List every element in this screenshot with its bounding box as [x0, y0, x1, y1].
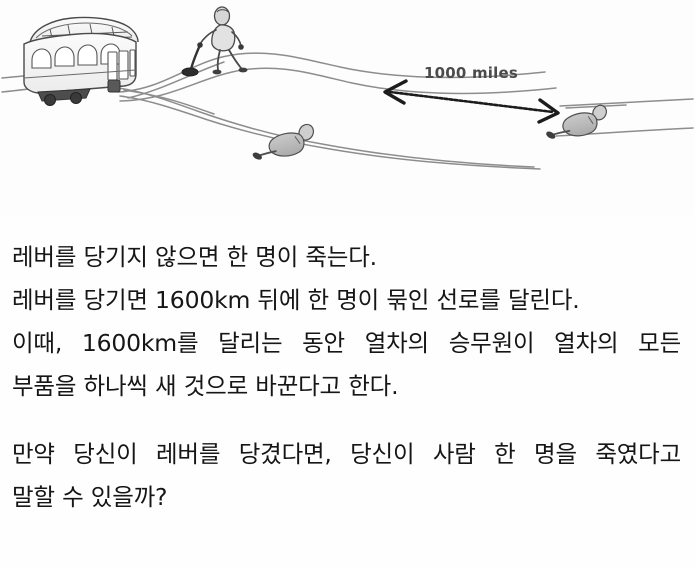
- victim-far-body: [562, 112, 598, 137]
- trolley-wheel-front: [70, 92, 82, 104]
- paragraph1-line4: 부품을 하나씩 새 것으로 바꾼다고 한다.: [12, 372, 399, 400]
- rail-switch-link-b: [127, 61, 225, 99]
- trolley-undercarriage: [37, 79, 121, 106]
- paragraph1-line2: 레버를 당기면 1600km 뒤에 한 명이 묶인 선로를 달린다.: [12, 286, 580, 314]
- trolley: [23, 16, 139, 106]
- operator-foot-right: [238, 67, 248, 73]
- trolley-step: [107, 79, 121, 93]
- trolley-problem-illustration: 1000 miles: [0, 0, 695, 215]
- operator-hair: [216, 9, 229, 13]
- victim-near: [252, 123, 315, 160]
- switch-lever-shaft: [189, 43, 202, 71]
- operator-foot-left: [212, 69, 222, 75]
- rail-upper-branch-b: [119, 67, 557, 102]
- operator-leg-left: [216, 49, 221, 71]
- operator-torso: [211, 24, 236, 52]
- trolley-front-panels: [107, 49, 136, 81]
- distance-arrow-head-right: [537, 98, 560, 124]
- operator-hand-right: [238, 44, 244, 50]
- illustration-canvas: [0, 0, 695, 215]
- victim-far-leg: [552, 130, 571, 136]
- rail-right-upper: [559, 98, 694, 107]
- victim-far-rope: [587, 116, 594, 125]
- trolley-skirt-line: [23, 69, 137, 79]
- rail-right-lower: [555, 127, 694, 137]
- switch-lever-base: [181, 67, 199, 77]
- paragraph1-line1: 레버를 당기지 않으면 한 명이 죽는다.: [12, 243, 377, 271]
- paragraph2-line1: 만약 당신이 레버를 당겼다면, 당신이 사람 한 명을 죽였다고: [12, 440, 681, 468]
- operator-leg-right: [228, 49, 242, 69]
- trolley-roof-ridge: [35, 22, 133, 39]
- distance-arrow-head-left: [383, 79, 408, 105]
- victim-far: [546, 104, 607, 139]
- trolley-wheel-rear: [44, 94, 56, 106]
- paragraph2-line2: 말할 수 있을까?: [12, 483, 168, 511]
- victim-near-rope: [294, 136, 301, 145]
- victim-near-foot: [252, 152, 262, 160]
- rail-upper-branch-a: [117, 52, 546, 93]
- distance-label: 1000 miles: [424, 64, 518, 82]
- victim-near-body: [268, 132, 305, 157]
- victim-near-leg: [259, 150, 277, 157]
- body-text-block: 레버를 당기지 않으면 한 명이 죽는다. 레버를 당기면 1600km 뒤에 …: [0, 215, 695, 568]
- trolley-windows-arched: [31, 43, 121, 69]
- lever-operator: [181, 6, 248, 77]
- rail-switch-link-a: [123, 89, 215, 115]
- distance-arrow-line: [388, 90, 555, 114]
- victim-far-foot: [546, 131, 556, 139]
- distance-arrow: [383, 79, 560, 124]
- paragraph1-line3: 이때, 1600km를 달리는 동안 열차의 승무원이 열차의 모든: [12, 329, 681, 357]
